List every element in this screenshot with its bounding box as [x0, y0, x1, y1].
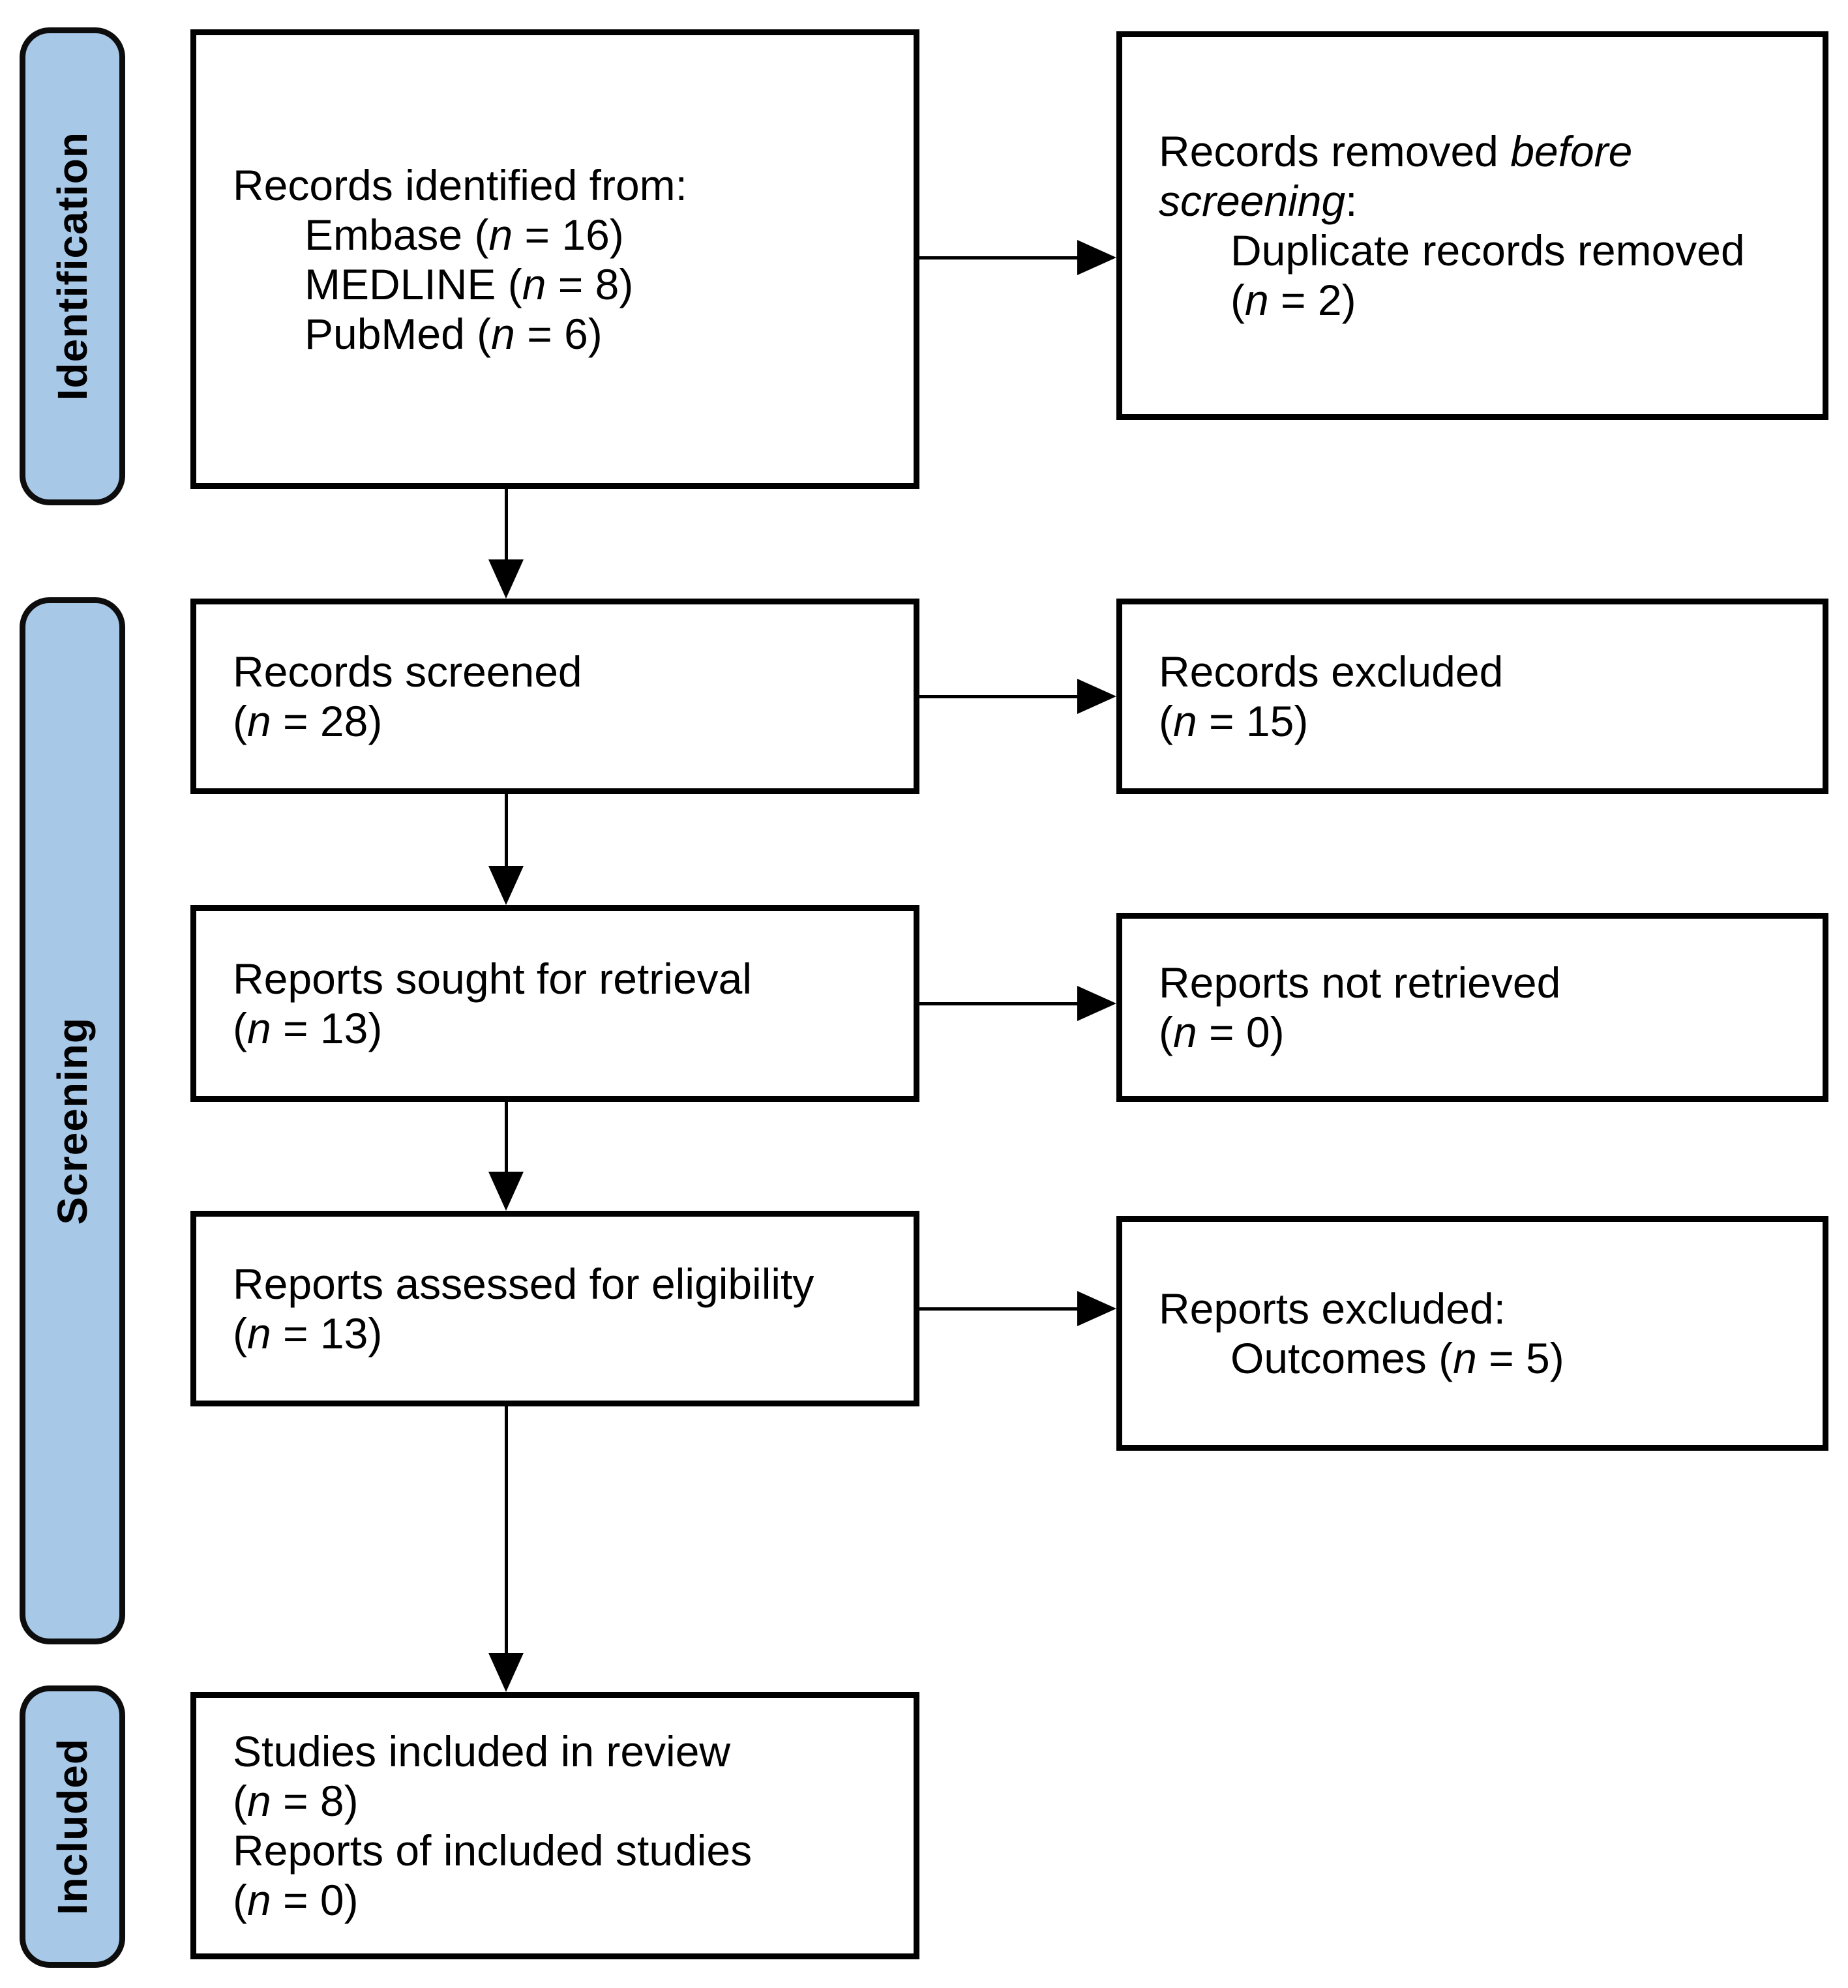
box-line: Records identified from: — [233, 160, 687, 209]
arrow-screened-to-sought-line — [505, 794, 508, 874]
box-line: Records screened — [233, 647, 582, 696]
box-line: Records excluded — [1159, 647, 1504, 696]
box-reports-excluded: Reports excluded:Outcomes (n = 5) — [1116, 1216, 1828, 1451]
stage-label-identification: Identification — [49, 132, 96, 401]
arrow-assessed-to-reports-excluded-line — [919, 1307, 1082, 1311]
box-records-excluded: Records excluded(n = 15) — [1116, 599, 1828, 794]
box-line: (n = 28) — [233, 697, 383, 745]
box-line: PubMed (n = 6) — [305, 309, 603, 358]
box-line: Records removed before — [1159, 127, 1633, 175]
box-reports-not-retrieved: Reports not retrieved(n = 0) — [1116, 913, 1828, 1102]
box-line: (n = 0) — [233, 1876, 359, 1924]
box-line: (n = 2) — [1230, 276, 1356, 324]
box-records-screened: Records screened(n = 28) — [190, 599, 919, 794]
box-line: Outcomes (n = 5) — [1230, 1334, 1564, 1382]
arrow-assessed-to-reports-excluded-head-icon — [1077, 1291, 1116, 1326]
box-reports-sought-for-retrieval: Reports sought for retrieval(n = 13) — [190, 905, 919, 1102]
box-line: (n = 0) — [1159, 1008, 1285, 1056]
box-line: MEDLINE (n = 8) — [305, 260, 634, 308]
arrow-sought-to-assessed-line — [505, 1102, 508, 1179]
arrow-sought-to-not-retrieved-line — [919, 1002, 1082, 1005]
box-line: Embase (n = 16) — [305, 210, 624, 259]
box-line: Reports assessed for eligibility — [233, 1260, 814, 1308]
arrow-identified-to-screened-line — [505, 489, 508, 567]
arrow-sought-to-not-retrieved-head-icon — [1077, 986, 1116, 1021]
stage-label-screening: Screening — [49, 1016, 96, 1225]
arrow-identified-to-removed-head-icon — [1077, 240, 1116, 275]
box-line: Reports not retrieved — [1159, 958, 1561, 1007]
stage-label-included: Included — [49, 1738, 96, 1916]
arrow-screened-to-sought-head-icon — [488, 866, 524, 905]
box-studies-included-in-review: Studies included in review(n = 8)Reports… — [190, 1692, 919, 1959]
arrow-assessed-to-included-line — [505, 1406, 508, 1661]
stage-band-identification: Identification — [20, 27, 125, 505]
box-line: Studies included in review — [233, 1727, 731, 1775]
arrow-assessed-to-included-head-icon — [488, 1653, 524, 1692]
box-line: (n = 13) — [233, 1004, 383, 1052]
box-line: Reports excluded: — [1159, 1284, 1506, 1333]
box-line: Reports of included studies — [233, 1826, 753, 1875]
arrow-screened-to-excluded-head-icon — [1077, 679, 1116, 714]
box-line: screening: — [1159, 177, 1358, 225]
arrow-identified-to-removed-line — [919, 256, 1082, 260]
box-line: (n = 13) — [233, 1309, 383, 1357]
stage-band-screening: Screening — [20, 597, 125, 1644]
box-line: Reports sought for retrieval — [233, 955, 753, 1003]
arrow-sought-to-assessed-head-icon — [488, 1172, 524, 1211]
box-reports-assessed-for-eligibility: Reports assessed for eligibility(n = 13) — [190, 1211, 919, 1406]
arrow-screened-to-excluded-line — [919, 695, 1082, 698]
box-line: (n = 15) — [1159, 697, 1309, 745]
arrow-identified-to-screened-head-icon — [488, 559, 524, 599]
box-records-identified: Records identified from:Embase (n = 16)M… — [190, 29, 919, 489]
box-line: (n = 8) — [233, 1777, 359, 1825]
stage-band-included: Included — [20, 1685, 125, 1968]
box-line: Duplicate records removed — [1230, 226, 1745, 274]
